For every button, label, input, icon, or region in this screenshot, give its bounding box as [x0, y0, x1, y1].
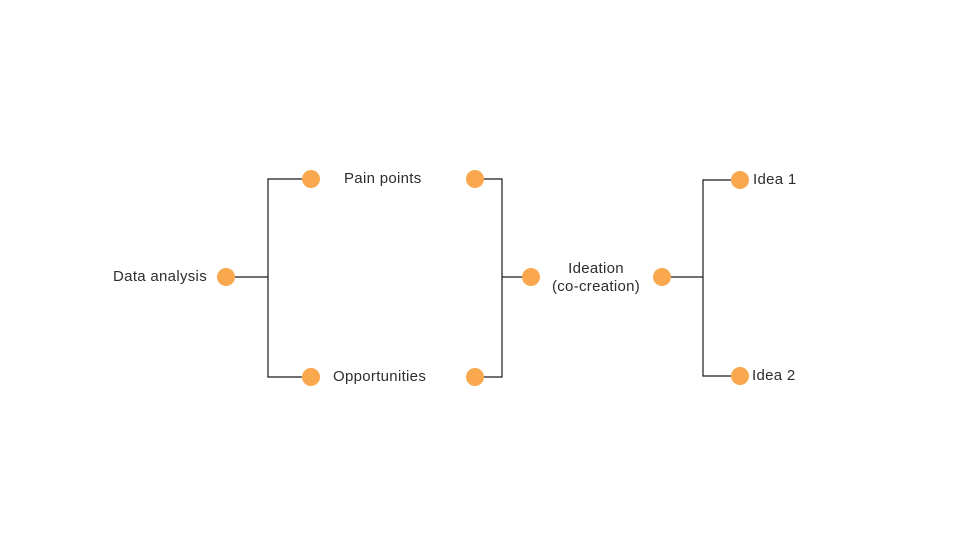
pain-points-label[interactable]: Pain points: [344, 170, 422, 187]
pain-points-out-dot[interactable]: [466, 170, 484, 188]
opportunities-node-dot[interactable]: [302, 368, 320, 386]
ideation-label[interactable]: Ideation (co-creation): [552, 260, 640, 296]
ideation-label-line2: (co-creation): [551, 278, 641, 295]
ideation-out-dot[interactable]: [653, 268, 671, 286]
opportunities-label[interactable]: Opportunities: [333, 368, 427, 385]
idea-2-label[interactable]: Idea 2: [752, 367, 796, 384]
opportunities-out-dot[interactable]: [466, 368, 484, 386]
ideation-label-line1: Ideation: [568, 260, 624, 277]
idea-1-label[interactable]: Idea 1: [753, 171, 797, 188]
ideation-in-dot[interactable]: [522, 268, 540, 286]
idea-2-node-dot[interactable]: [731, 367, 749, 385]
data-analysis-node-dot[interactable]: [217, 268, 235, 286]
data-analysis-label[interactable]: Data analysis: [113, 268, 207, 285]
idea-1-node-dot[interactable]: [731, 171, 749, 189]
pain-points-node-dot[interactable]: [302, 170, 320, 188]
